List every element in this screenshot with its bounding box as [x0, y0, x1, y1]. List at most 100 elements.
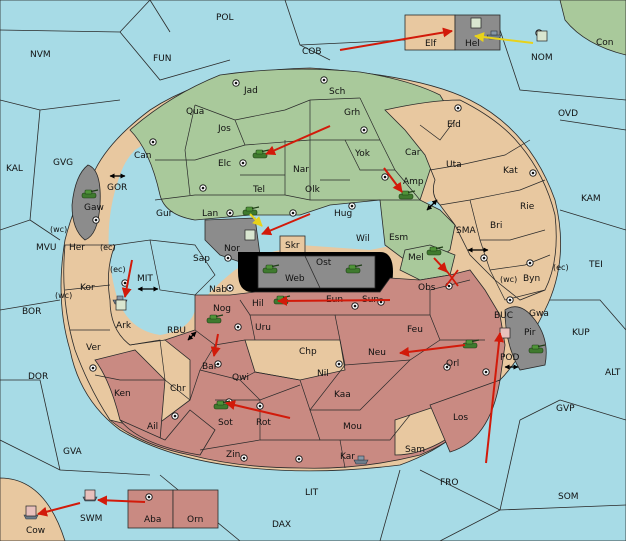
- sea-kup: KUP: [572, 328, 590, 338]
- land-gwa: Gwa: [529, 309, 549, 319]
- territory-los[interactable]: [429, 379, 501, 453]
- sea-gvg: GVG: [53, 158, 73, 168]
- land-kar: Kar: [340, 452, 355, 462]
- land-amp: Amp: [403, 177, 424, 187]
- sea-dor: DOR: [28, 372, 48, 382]
- land-car: Car: [405, 148, 421, 158]
- land-jos: Jos: [217, 124, 231, 134]
- land-los: Los: [453, 413, 468, 423]
- land-eld: Eld: [447, 120, 461, 130]
- territory-web-ost: [257, 255, 376, 289]
- sea-kal: KAL: [6, 164, 23, 174]
- land-rot: Rot: [256, 418, 271, 428]
- sea-nvm: NVM: [30, 50, 51, 60]
- land-gur: Gur: [156, 209, 173, 219]
- land-bar: Bar: [202, 362, 218, 372]
- land-her: Her: [69, 243, 85, 253]
- sea-rbu: RBU: [167, 326, 186, 336]
- land-skr: Skr: [285, 241, 300, 251]
- land-elc: Elc: [218, 159, 231, 169]
- land-orl: Orl: [446, 359, 459, 369]
- land-esm: Esm: [389, 233, 408, 243]
- land-uta: Uta: [446, 160, 462, 170]
- sea-gor: GOR: [107, 183, 127, 193]
- sea-buc: BUC: [494, 311, 513, 321]
- land-ver: Ver: [86, 343, 101, 353]
- land-hil: Hil: [252, 299, 264, 309]
- land-hel: Hel: [465, 39, 480, 49]
- svg-text:(ec): (ec): [100, 243, 116, 252]
- land-byn: Byn: [523, 274, 540, 284]
- territory-borders: [64, 97, 551, 469]
- svg-text:(wc): (wc): [50, 225, 67, 234]
- sea-tei: TEI: [588, 260, 603, 270]
- land-olk: Olk: [305, 185, 321, 195]
- land-kor: Kor: [80, 283, 95, 293]
- territory-pir[interactable]: [504, 306, 547, 371]
- territory-orn[interactable]: [172, 489, 219, 529]
- land-uru: Uru: [255, 323, 271, 333]
- land-mel: Mel: [408, 253, 424, 263]
- land-nab: Nab: [209, 285, 227, 295]
- sea-sma: SMA: [456, 226, 476, 236]
- land-tel: Tel: [252, 185, 265, 195]
- land-feu: Feu: [407, 325, 423, 335]
- land-sap: Sap: [193, 254, 210, 264]
- home-marker-icon: [25, 505, 37, 517]
- sea-lit: LIT: [305, 488, 319, 498]
- home-marker-icon: [470, 17, 482, 29]
- land-cow: Cow: [26, 526, 45, 536]
- land-rie: Rie: [520, 202, 535, 212]
- land-neu: Neu: [368, 348, 386, 358]
- sea-nom: NOM: [531, 53, 553, 63]
- sea-labels: POL COB FUN NVM OVD KAL GVG GOR KAM MVU …: [6, 13, 621, 530]
- home-marker-icon: [499, 327, 511, 339]
- land-can: Can: [134, 151, 152, 161]
- land-elf: Elf: [425, 39, 437, 49]
- land-lan: Lan: [202, 209, 218, 219]
- land-yok: Yok: [354, 149, 371, 159]
- units: [23, 17, 548, 520]
- sea-gvp: GVP: [556, 404, 575, 414]
- land-qua: Qua: [186, 107, 204, 117]
- land-ark: Ark: [116, 321, 132, 331]
- sea-ovd: OVD: [558, 109, 578, 119]
- land-bri: Bri: [490, 221, 502, 231]
- land-kaa: Kaa: [334, 390, 351, 400]
- home-marker-icon: [536, 30, 548, 42]
- svg-text:(wc): (wc): [500, 275, 517, 284]
- land-chr: Chr: [170, 384, 186, 394]
- land-sch: Sch: [329, 87, 345, 97]
- land-mou: Mou: [343, 422, 362, 432]
- land-nor: Nor: [224, 244, 240, 254]
- land-ail: Ail: [147, 422, 158, 432]
- territory-ail[interactable]: [119, 409, 216, 456]
- home-marker-icon: [244, 229, 256, 241]
- land-sot: Sot: [218, 418, 233, 428]
- sea-pod: POD: [500, 353, 520, 363]
- land-gaw: Gaw: [84, 203, 104, 213]
- land-nar: Nar: [293, 165, 309, 175]
- land-nil: Nil: [317, 369, 329, 379]
- land-ost: Ost: [316, 258, 332, 268]
- land-zin: Zin: [226, 450, 240, 460]
- sea-cob: COB: [302, 47, 322, 57]
- land-kat: Kat: [503, 166, 518, 176]
- adjacency-arrows: [109, 173, 519, 370]
- green-region: [129, 68, 456, 221]
- sea-kam: KAM: [581, 194, 601, 204]
- land-aba: Aba: [144, 515, 161, 525]
- svg-text:(ec): (ec): [110, 265, 126, 274]
- sea-som: SOM: [558, 492, 579, 502]
- svg-text:(wc): (wc): [55, 291, 72, 300]
- land-ken: Ken: [114, 389, 131, 399]
- sea-gva: GVA: [63, 447, 83, 457]
- land-nog: Nog: [213, 304, 231, 314]
- territory-ken[interactable]: [94, 349, 166, 441]
- coast-markers: (wc) (ec) (ec) (wc) (wc) (ec): [50, 225, 569, 300]
- sea-alt: ALT: [605, 368, 621, 378]
- territory-chp[interactable]: [244, 339, 346, 381]
- svg-text:(ec): (ec): [553, 263, 569, 272]
